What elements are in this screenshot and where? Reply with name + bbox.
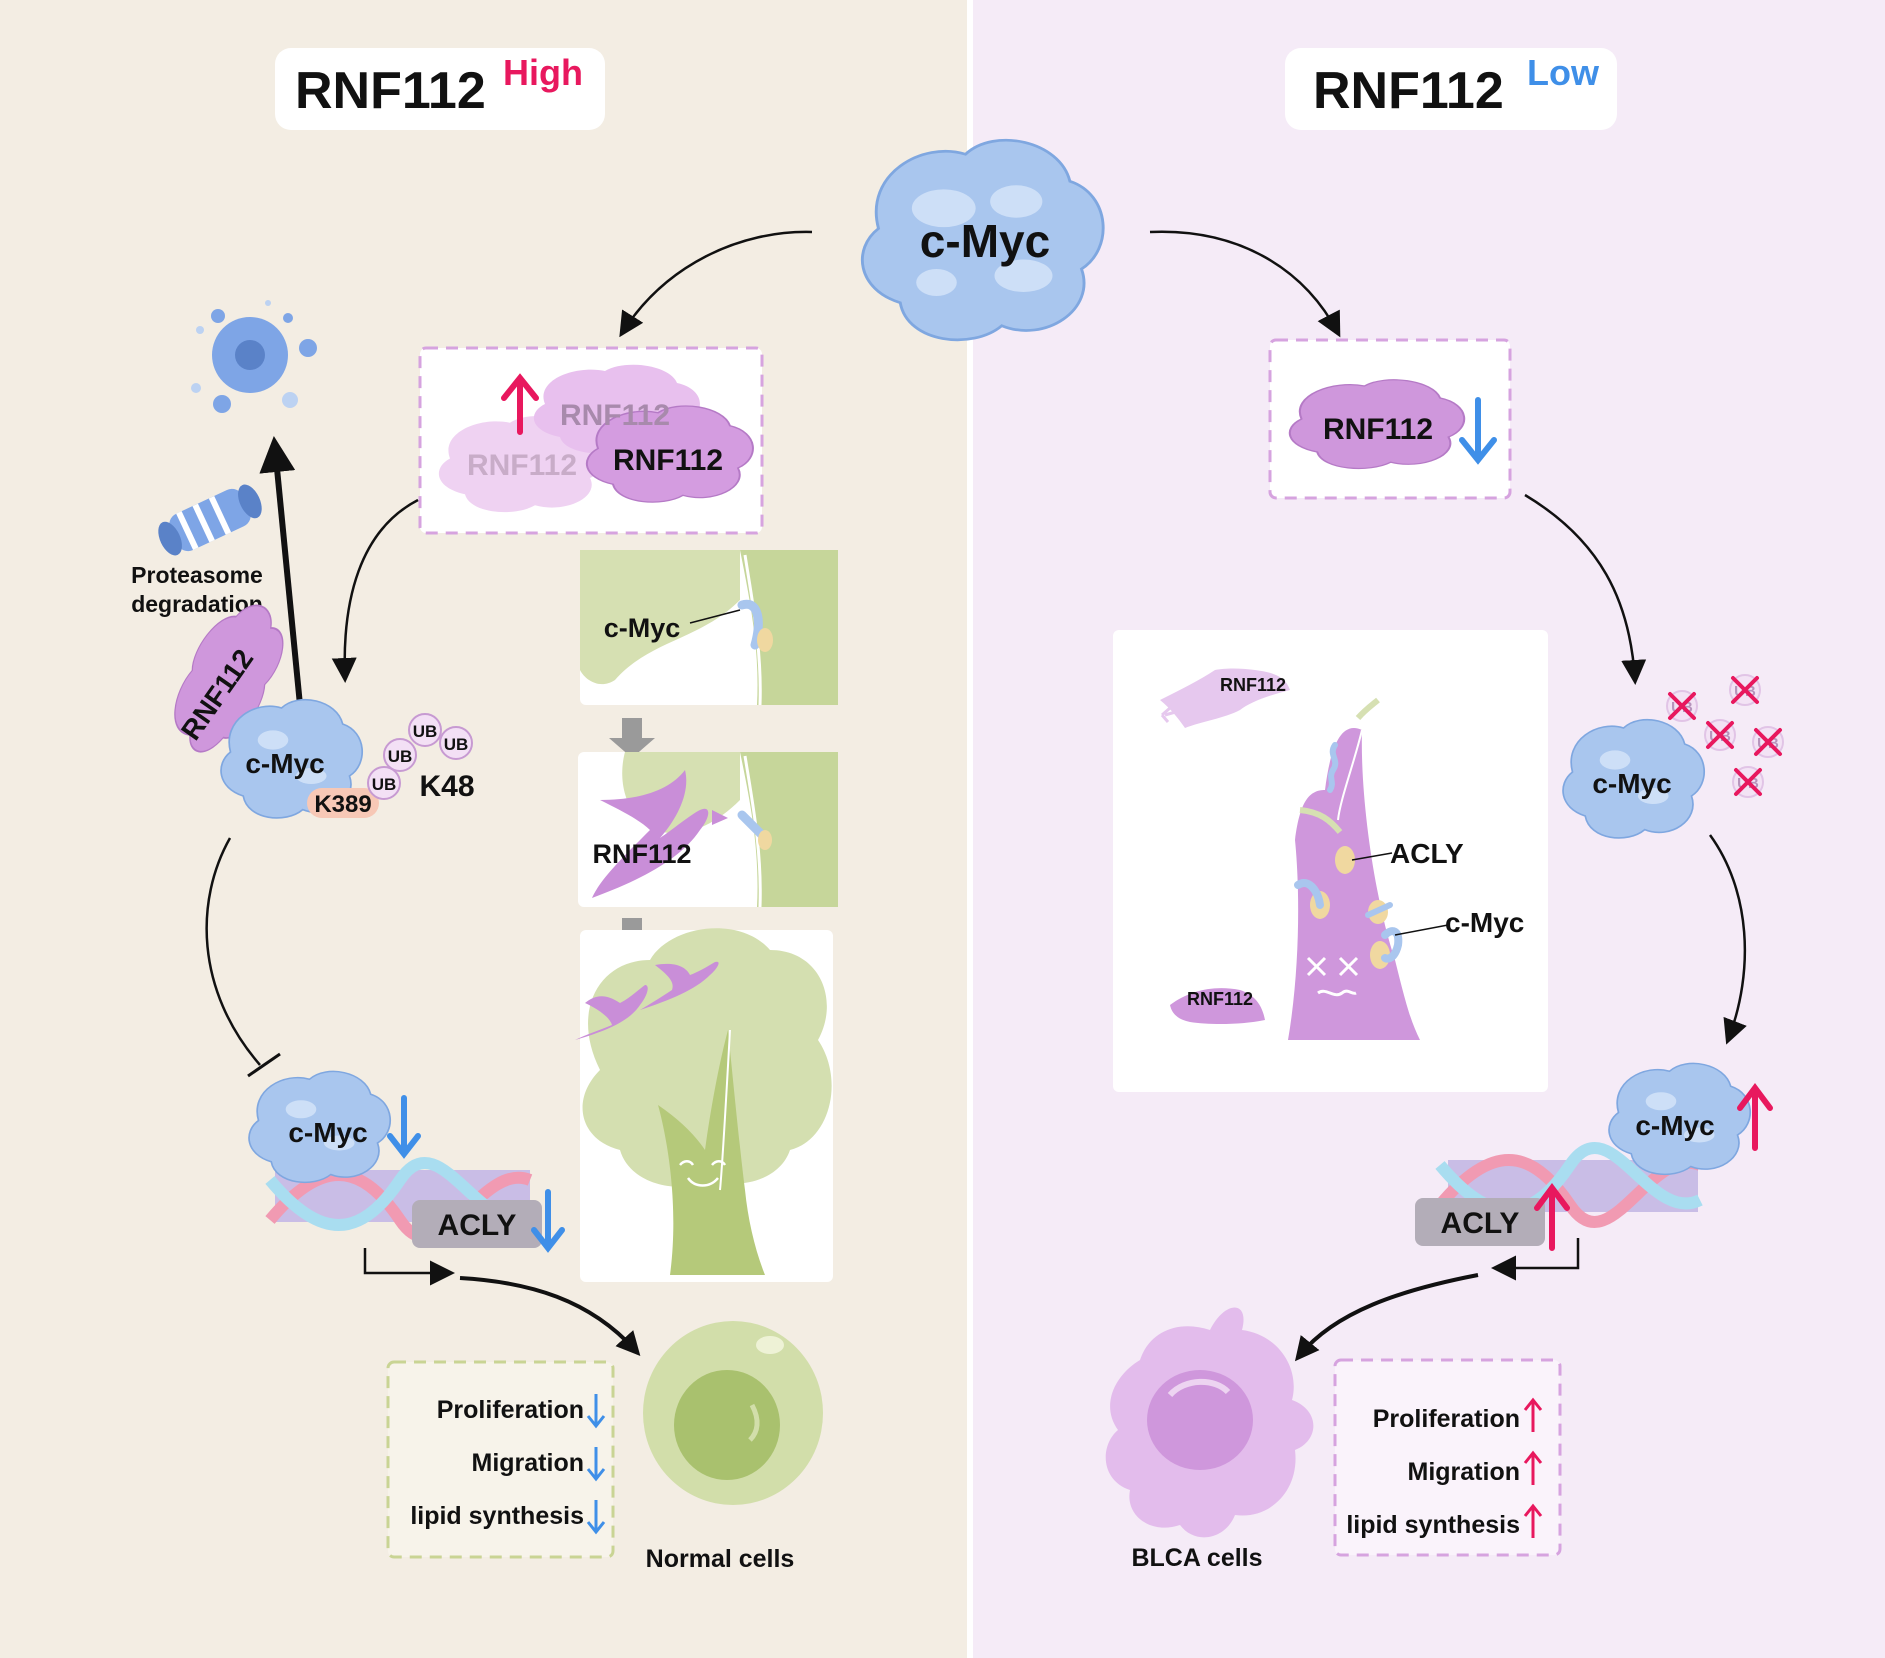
arrow-center-to-right bbox=[1149, 230, 1341, 338]
rnf112-label-faded-top: RNF112 bbox=[560, 399, 670, 432]
normal-cell-icon bbox=[643, 1321, 823, 1505]
right-dna-cmyc-blob bbox=[1608, 1062, 1752, 1176]
left-acly-label: ACLY bbox=[438, 1209, 517, 1242]
story-panel-1-label: c-Myc bbox=[604, 613, 681, 643]
normal-cells-label: Normal cells bbox=[646, 1545, 795, 1573]
worm-icon-right-1 bbox=[1294, 879, 1324, 909]
tree-acly-label: ACLY bbox=[1390, 838, 1464, 869]
degraded-protein-icon bbox=[191, 300, 317, 413]
tree-bird1-label: RNF112 bbox=[1220, 675, 1286, 695]
right-effects-box bbox=[1333, 1358, 1562, 1557]
left-effect-down-arrow-3 bbox=[586, 1500, 606, 1535]
arrow-to-degradation bbox=[259, 436, 303, 706]
left-acly-box bbox=[412, 1200, 542, 1248]
left-effect-down-arrow-1 bbox=[586, 1394, 606, 1429]
right-effect-migration: Migration bbox=[1408, 1458, 1521, 1486]
worm-icon-right-4 bbox=[1365, 902, 1393, 918]
inhibition-bar bbox=[247, 1052, 281, 1078]
cross-mark-icons bbox=[1668, 676, 1782, 796]
bird-icon-panel3-a bbox=[575, 985, 648, 1040]
blca-cells-label: BLCA cells bbox=[1131, 1544, 1262, 1572]
left-effects-box bbox=[386, 1360, 615, 1559]
right-effect-up-arrow-1 bbox=[1523, 1397, 1543, 1432]
left-title: RNF112 bbox=[295, 62, 486, 120]
complex-cmyc-label: c-Myc bbox=[245, 748, 324, 779]
k48-label: K48 bbox=[419, 770, 474, 803]
left-effect-migration: Migration bbox=[472, 1449, 585, 1477]
story-arrow-1 bbox=[609, 718, 655, 758]
dead-bird-icon-1 bbox=[1160, 668, 1290, 728]
left-effect-lipid: lipid synthesis bbox=[410, 1502, 584, 1530]
right-free-cmyc-label: c-Myc bbox=[1592, 768, 1671, 799]
ub-label-4: UB bbox=[444, 735, 469, 754]
right-free-cmyc-blob bbox=[1562, 718, 1706, 839]
left-title-box: RNF112 High bbox=[275, 48, 605, 130]
up-arrow-icon-cmyc-right bbox=[1737, 1083, 1773, 1151]
right-effect-up-arrow-2 bbox=[1523, 1450, 1543, 1485]
right-rnf112-label: RNF112 bbox=[1323, 413, 1433, 446]
left-title-superscript: High bbox=[503, 52, 583, 93]
worm-icon-right-3 bbox=[1327, 742, 1339, 793]
arrow-center-to-left bbox=[619, 230, 813, 338]
right-acly-box bbox=[1415, 1198, 1545, 1246]
right-dna-helix bbox=[1435, 1142, 1703, 1228]
down-arrow-icon-acly bbox=[531, 1189, 565, 1253]
center-cmyc-label: c-Myc bbox=[920, 215, 1050, 267]
worm-icon-right-2 bbox=[1381, 927, 1403, 963]
story-panel-2-label: RNF112 bbox=[592, 839, 691, 869]
right-transcription-arrow bbox=[1491, 1238, 1580, 1281]
k389-badge bbox=[307, 788, 379, 818]
left-transcription-arrow bbox=[363, 1248, 455, 1286]
dna-cmyc-label: c-Myc bbox=[288, 1117, 367, 1148]
right-effect-lipid: lipid synthesis bbox=[1346, 1511, 1520, 1539]
right-effect-up-arrow-3 bbox=[1523, 1503, 1543, 1538]
right-title-box: RNF112 Low bbox=[1285, 48, 1617, 130]
right-dna-cmyc-label: c-Myc bbox=[1635, 1110, 1714, 1141]
k389-label: K389 bbox=[314, 791, 371, 818]
dna-cmyc-blob bbox=[248, 1070, 392, 1184]
proteasome-label-line1: Proteasome bbox=[131, 562, 263, 588]
dead-bird-icon-2 bbox=[1170, 988, 1265, 1025]
bird-icon-panel2 bbox=[592, 770, 709, 898]
worm-icon-panel1 bbox=[737, 599, 763, 650]
ub-label-3: UB bbox=[413, 722, 438, 741]
rnf112-label-main: RNF112 bbox=[613, 444, 723, 477]
tree-bird2-label: RNF112 bbox=[1187, 989, 1253, 1009]
proteasome-icon bbox=[158, 484, 262, 556]
up-arrow-icon bbox=[501, 373, 539, 435]
tree-cmyc-label: c-Myc bbox=[1445, 907, 1524, 938]
arrow-to-blca-cell bbox=[1294, 1273, 1479, 1362]
ub-label-2: UB bbox=[388, 747, 413, 766]
sick-face-icon bbox=[1306, 956, 1359, 997]
arrow-cmyc-to-dna-right bbox=[1708, 834, 1747, 1045]
right-effect-proliferation: Proliferation bbox=[1373, 1405, 1520, 1433]
tree-smile-icon bbox=[686, 1177, 719, 1187]
blca-cell-icon bbox=[1105, 1307, 1314, 1538]
bird-icon-panel3-b bbox=[640, 961, 719, 1010]
left-effect-proliferation: Proliferation bbox=[437, 1396, 584, 1424]
down-arrow-icon-cmyc bbox=[387, 1095, 421, 1159]
right-acly-label: ACLY bbox=[1441, 1207, 1520, 1240]
arrow-to-normal-cell bbox=[459, 1276, 641, 1356]
down-arrow-icon-right bbox=[1459, 397, 1497, 465]
right-title: RNF112 bbox=[1313, 62, 1504, 120]
center-cmyc-protein bbox=[860, 138, 1105, 342]
inhibition-curve bbox=[205, 837, 261, 1066]
ubiquitin-chain bbox=[367, 713, 473, 800]
arrow-box-to-cmyc-right bbox=[1524, 493, 1647, 685]
complex-cmyc-blob bbox=[220, 698, 364, 819]
arrow-box-to-complex bbox=[331, 498, 419, 683]
up-arrow-icon-acly-right bbox=[1534, 1183, 1570, 1251]
rnf112-label-faded-bottom: RNF112 bbox=[467, 449, 577, 482]
right-title-superscript: Low bbox=[1527, 52, 1600, 93]
left-effect-down-arrow-2 bbox=[586, 1447, 606, 1482]
ub-label-1: UB bbox=[372, 775, 397, 794]
